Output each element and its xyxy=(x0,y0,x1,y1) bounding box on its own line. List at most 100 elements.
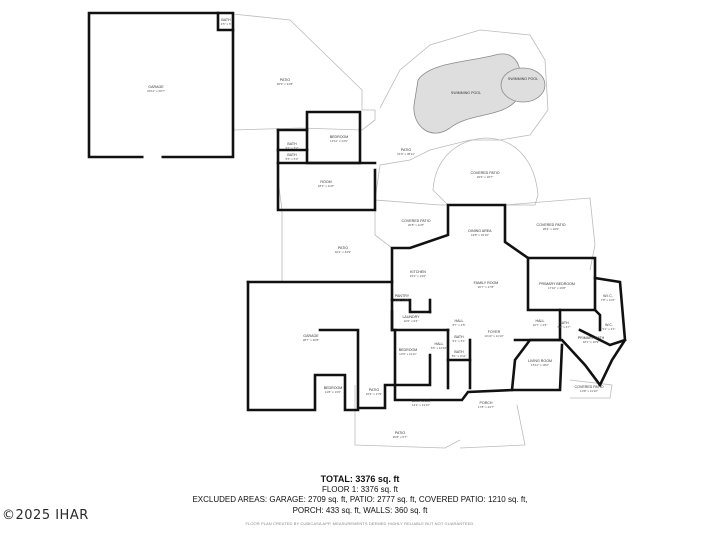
svg-text:5'1" x 5'1": 5'1" x 5'1" xyxy=(452,339,465,343)
svg-text:5'5" x 5'3": 5'5" x 5'3" xyxy=(285,157,298,161)
svg-text:10'6" x 17'9": 10'6" x 17'9" xyxy=(366,392,382,396)
svg-text:15'11" x 18'6": 15'11" x 18'6" xyxy=(531,363,549,367)
svg-text:30'9" x 31'8": 30'9" x 31'8" xyxy=(277,82,293,86)
svg-text:PATIO: PATIO xyxy=(280,78,290,82)
room-wc: W.C.5'1" x 3'1" xyxy=(602,323,615,331)
svg-text:GARAGE: GARAGE xyxy=(148,85,164,89)
floor-area: FLOOR 1: 3376 sq. ft xyxy=(321,485,399,494)
svg-text:PRIMARY BEDROOM: PRIMARY BEDROOM xyxy=(539,282,575,286)
svg-text:5'6" x 10'10": 5'6" x 10'10" xyxy=(431,346,447,350)
svg-text:17'10" x 16'8": 17'10" x 16'8" xyxy=(548,286,566,290)
svg-text:W.C.: W.C. xyxy=(605,323,613,327)
svg-text:BATH: BATH xyxy=(287,153,297,157)
svg-text:PANTRY: PANTRY xyxy=(395,294,410,298)
svg-text:19'2" x 13'6": 19'2" x 13'6" xyxy=(410,274,426,278)
svg-text:COVERED PATIO: COVERED PATIO xyxy=(401,219,430,223)
svg-text:PATIO: PATIO xyxy=(401,148,411,152)
svg-text:4'10" x 4'8": 4'10" x 4'8" xyxy=(395,298,410,302)
svg-text:10'6" x 6'4": 10'6" x 6'4" xyxy=(404,319,419,323)
svg-text:32'2" x 44'9": 32'2" x 44'9" xyxy=(335,250,351,254)
svg-text:19'8" x 15'10": 19'8" x 15'10" xyxy=(471,233,489,237)
room-swimming-pool-2: SWIMMING POOL xyxy=(508,77,538,81)
svg-text:BATH: BATH xyxy=(559,321,569,325)
svg-text:20'8" x 11'8": 20'8" x 11'8" xyxy=(408,223,424,227)
swimming-pool xyxy=(413,53,546,134)
svg-text:KITCHEN: KITCHEN xyxy=(410,270,426,274)
svg-text:DINING AREA: DINING AREA xyxy=(468,229,492,233)
svg-text:4'5" x 5': 4'5" x 5' xyxy=(221,22,232,26)
svg-text:FOYER: FOYER xyxy=(488,330,501,334)
svg-text:GARAGE: GARAGE xyxy=(303,334,319,338)
svg-text:COVERED PATIO: COVERED PATIO xyxy=(470,171,499,175)
excluded-areas-line-1: EXCLUDED AREAS: GARAGE: 2709 sq. ft, PAT… xyxy=(192,495,528,504)
svg-text:29'6" x 18'7": 29'6" x 18'7" xyxy=(477,175,493,179)
svg-text:PATIO: PATIO xyxy=(369,388,379,392)
svg-text:7'8" x 11'6": 7'8" x 11'6" xyxy=(601,298,616,302)
svg-text:SWIMMING POOL: SWIMMING POOL xyxy=(508,77,538,81)
copyright-watermark: ©2025 IHAR xyxy=(2,508,89,523)
svg-text:LIVING ROOM: LIVING ROOM xyxy=(528,359,552,363)
svg-text:PATIO: PATIO xyxy=(395,431,405,435)
svg-text:30'11" x 30'7": 30'11" x 30'7" xyxy=(147,89,165,93)
total-area: TOTAL: 3376 sq. ft xyxy=(320,474,400,484)
svg-text:18'4" x 11'8": 18'4" x 11'8" xyxy=(318,184,334,188)
svg-text:5'6" x 4'7": 5'6" x 4'7" xyxy=(557,325,570,329)
svg-text:HALL: HALL xyxy=(435,342,444,346)
svg-text:28'4" x 10'6": 28'4" x 10'6" xyxy=(543,227,559,231)
svg-text:ROOM: ROOM xyxy=(320,180,331,184)
svg-text:11'8" x 13'6": 11'8" x 13'6" xyxy=(325,390,341,394)
excluded-areas-line-2: PORCH: 433 sq. ft, WALLS: 360 sq. ft xyxy=(292,506,428,515)
svg-text:18'1" x 16'9": 18'1" x 16'9" xyxy=(583,340,599,344)
svg-text:14'1" x 13'10": 14'1" x 13'10" xyxy=(412,403,430,407)
svg-text:BEDROOM: BEDROOM xyxy=(412,399,431,403)
svg-text:10'7" x 4'6": 10'7" x 4'6" xyxy=(533,323,548,327)
svg-text:BEDROOM: BEDROOM xyxy=(330,135,349,139)
svg-text:36'8" x 6'7": 36'8" x 6'7" xyxy=(393,435,408,439)
svg-text:8'1" x 4'11": 8'1" x 4'11" xyxy=(452,354,467,358)
svg-text:20'7" x 17'8": 20'7" x 17'8" xyxy=(478,285,494,289)
svg-text:PRIMARY BATH: PRIMARY BATH xyxy=(578,336,605,340)
svg-text:17'8" x 24'7": 17'8" x 24'7" xyxy=(478,405,494,409)
svg-text:BATH: BATH xyxy=(221,18,231,22)
svg-text:BATH: BATH xyxy=(454,350,464,354)
svg-text:BATH: BATH xyxy=(454,335,464,339)
svg-text:9'2" x 5'2": 9'2" x 5'2" xyxy=(285,146,298,150)
svg-text:HALL: HALL xyxy=(536,319,545,323)
svg-text:13'9" x 11'11": 13'9" x 11'11" xyxy=(399,352,417,356)
svg-text:31'6" x 38'11": 31'6" x 38'11" xyxy=(397,152,415,156)
svg-text:FAMILY ROOM: FAMILY ROOM xyxy=(474,281,499,285)
room-swimming-pool: SWIMMING POOL xyxy=(451,91,481,95)
svg-text:SWIMMING POOL: SWIMMING POOL xyxy=(451,91,481,95)
